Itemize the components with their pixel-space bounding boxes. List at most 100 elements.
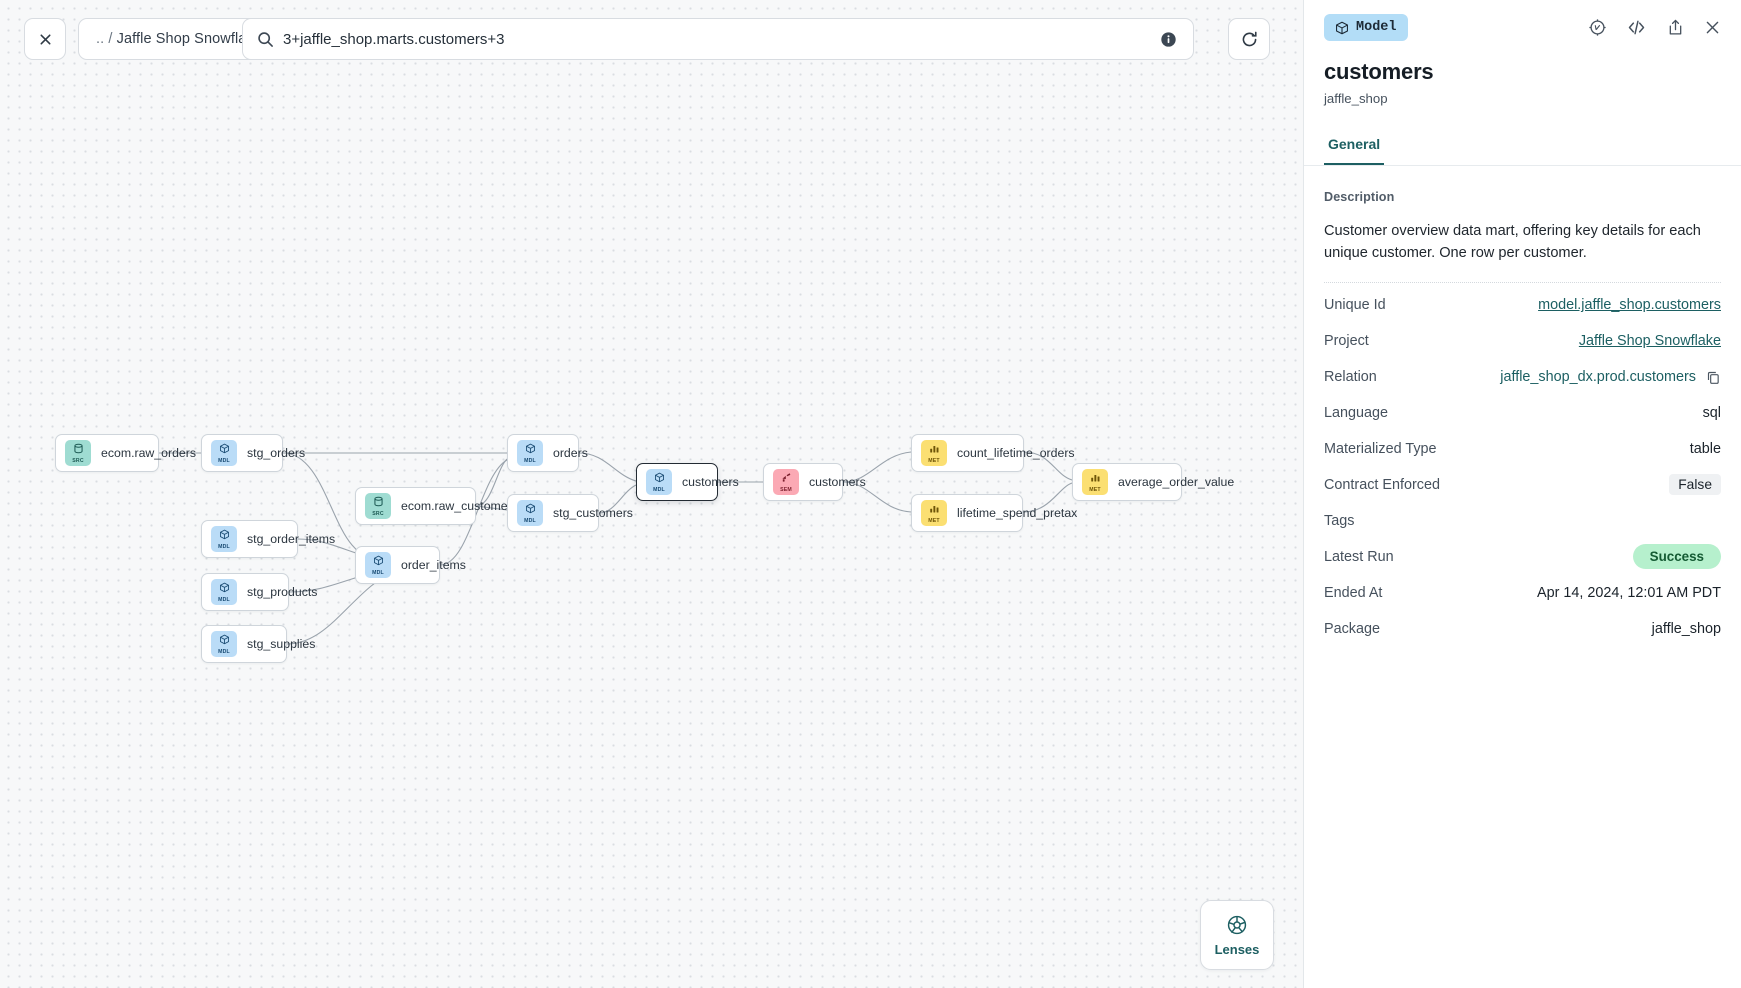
close-icon (39, 33, 51, 45)
property-row: Latest Run Success (1324, 539, 1721, 575)
property-key: Package (1324, 621, 1381, 638)
section-divider (1324, 282, 1721, 284)
lineage-node-customers_semantic[interactable]: SEM customers (763, 463, 866, 501)
met-badge-icon: MET (1082, 469, 1108, 495)
mdl-badge-icon: MDL (517, 500, 543, 526)
share-icon[interactable] (1666, 18, 1685, 37)
panel-action-icons (1588, 17, 1721, 38)
property-key: Relation (1324, 369, 1377, 386)
property-row: Materialized Type table (1324, 431, 1721, 467)
panel-header: customers jaffle_shop General (1304, 53, 1741, 166)
property-row: Relation jaffle_shop_dx.prod.customers (1324, 359, 1721, 395)
lineage-node-stg_order_items[interactable]: MDL stg_order_items (201, 520, 335, 558)
description-label: Description (1324, 190, 1395, 204)
property-row: Package jaffle_shop (1324, 611, 1721, 647)
lineage-node-label: customers (809, 475, 866, 489)
property-key: Contract Enforced (1324, 477, 1440, 494)
aperture-icon (1227, 915, 1247, 934)
lenses-button[interactable]: Lenses (1200, 900, 1274, 970)
lineage-node-order_items[interactable]: MDL order_items (355, 546, 466, 584)
property-key: Tags (1324, 513, 1355, 530)
mdl-badge-icon: MDL (211, 526, 237, 552)
sem-badge-icon: SEM (773, 469, 799, 495)
property-value: Success (1632, 544, 1721, 570)
lineage-node-stg_products[interactable]: MDL stg_products (201, 573, 317, 611)
mdl-badge-icon: MDL (211, 579, 237, 605)
lineage-node-label: stg_customers (553, 506, 633, 520)
src-badge-icon: SRC (65, 440, 91, 466)
property-key: Ended At (1324, 585, 1383, 602)
src-badge-icon: SRC (365, 493, 391, 519)
property-link[interactable]: jaffle_shop_dx.prod.customers (1500, 369, 1696, 386)
lineage-node-stg_customers[interactable]: MDL stg_customers (507, 494, 633, 532)
lineage-node-label: lifetime_spend_pretax (957, 506, 1078, 520)
lineage-node-label: customers (682, 475, 739, 489)
lineage-node-label: stg_order_items (247, 532, 336, 546)
property-value: sql (1702, 405, 1721, 422)
mdl-badge-icon: MDL (211, 440, 237, 466)
lineage-node-label: stg_products (247, 585, 318, 599)
compass-icon[interactable] (1588, 18, 1607, 37)
page-title: customers (1324, 59, 1434, 84)
property-link[interactable]: Jaffle Shop Snowflake (1578, 333, 1721, 350)
lineage-search-bar[interactable] (242, 18, 1194, 60)
lineage-node-label: stg_supplies (247, 637, 316, 651)
mdl-badge-icon: MDL (365, 552, 391, 578)
property-value[interactable]: Jaffle Shop Snowflake (1579, 333, 1721, 349)
property-row: Unique Id model.jaffle_shop.customers (1324, 287, 1721, 323)
mdl-badge-icon: MDL (646, 469, 672, 495)
lineage-node-ecom_raw_customers[interactable]: SRC ecom.raw_customers (355, 487, 518, 525)
copy-icon[interactable] (1706, 370, 1721, 385)
property-value: Apr 14, 2024, 12:01 AM PDT (1537, 585, 1721, 602)
info-icon[interactable] (1157, 31, 1179, 48)
met-badge-icon: MET (921, 440, 947, 466)
node-kind-badge: Model (1324, 14, 1408, 41)
cube-icon (1336, 21, 1348, 34)
property-key: Language (1324, 405, 1389, 422)
close-lineage-button[interactable] (24, 18, 66, 60)
property-value: False (1669, 474, 1721, 496)
refresh-button[interactable] (1228, 18, 1270, 60)
lineage-node-label: ecom.raw_customers (401, 499, 518, 513)
lineage-node-label: order_items (401, 558, 466, 572)
status-badge: Success (1632, 544, 1721, 570)
property-value: table (1689, 441, 1721, 458)
property-link[interactable]: model.jaffle_shop.customers (1538, 297, 1721, 314)
property-row: Ended At Apr 14, 2024, 12:01 AM PDT (1324, 575, 1721, 611)
property-key: Materialized Type (1324, 441, 1437, 458)
property-row: Project Jaffle Shop Snowflake (1324, 323, 1721, 359)
close-icon[interactable] (1704, 19, 1721, 36)
property-value[interactable]: model.jaffle_shop.customers (1538, 297, 1721, 313)
search-input[interactable] (283, 30, 1157, 48)
code-icon[interactable] (1626, 17, 1647, 38)
property-row: Contract Enforced False (1324, 467, 1721, 503)
panel-tabs: General (1324, 136, 1721, 165)
refresh-icon (1242, 31, 1257, 46)
tab-general[interactable]: General (1324, 136, 1385, 165)
property-key: Project (1324, 333, 1369, 350)
property-value[interactable]: jaffle_shop_dx.prod.customers (1500, 369, 1721, 385)
property-row: Tags (1324, 503, 1721, 539)
lineage-node-orders[interactable]: MDL orders (507, 434, 588, 472)
property-key: Latest Run (1324, 549, 1394, 566)
lineage-node-customers_model[interactable]: MDL customers (636, 463, 739, 501)
lineage-node-ecom_raw_orders[interactable]: SRC ecom.raw_orders (55, 434, 196, 472)
contract-enforced-chip: False (1669, 474, 1721, 496)
lineage-node-label: ecom.raw_orders (101, 446, 196, 460)
breadcrumb-prefix: .. / (96, 31, 113, 47)
lineage-node-label: orders (553, 446, 588, 460)
mdl-badge-icon: MDL (517, 440, 543, 466)
property-key: Unique Id (1324, 297, 1386, 314)
page-subtitle: jaffle_shop (1324, 91, 1388, 106)
property-value: jaffle_shop (1651, 621, 1721, 638)
search-icon (257, 31, 283, 48)
